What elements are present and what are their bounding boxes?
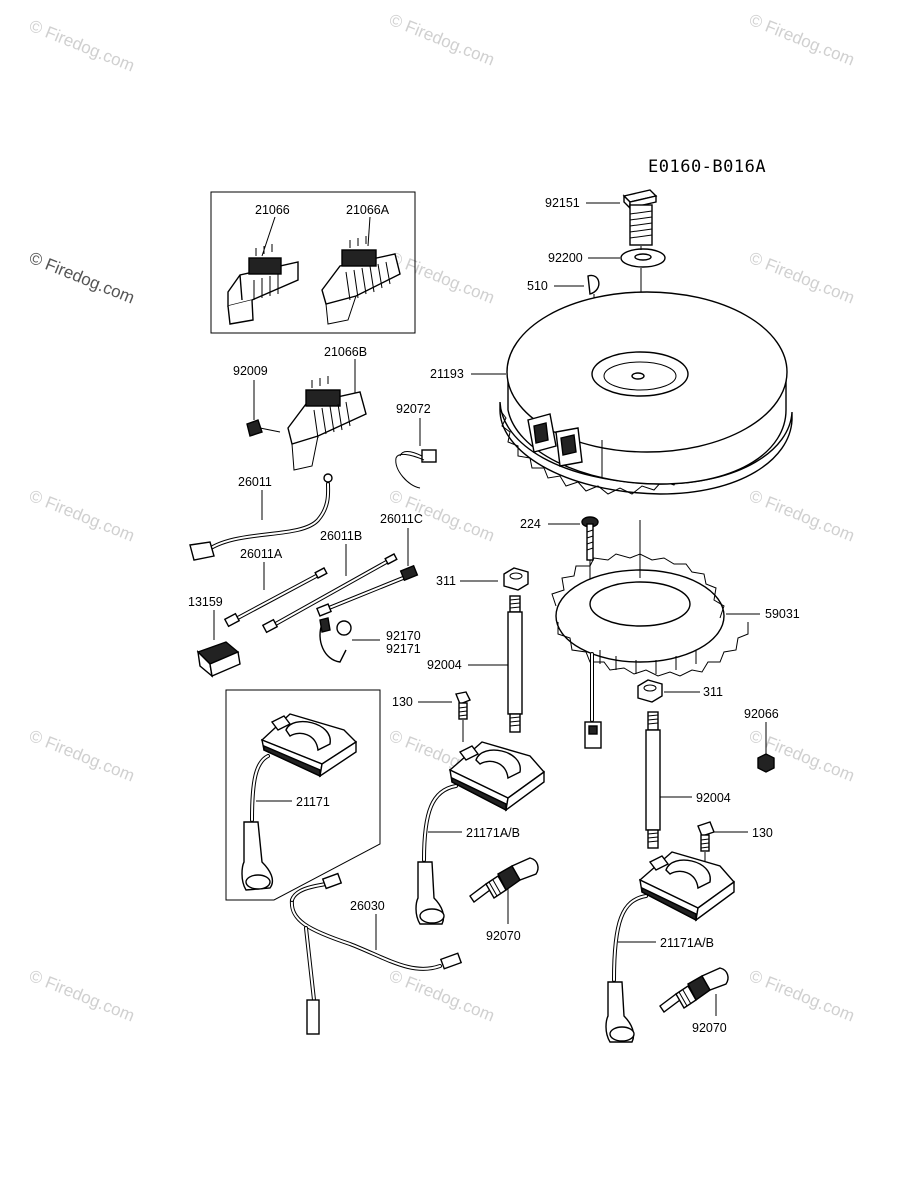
- watermark: © Firedog.com: [387, 248, 498, 307]
- ignition-coil-21171AB-lower-part[interactable]: [605, 851, 736, 1043]
- cable-tie-92072-part[interactable]: [395, 449, 437, 489]
- part-label-92004-left[interactable]: 92004: [427, 658, 462, 672]
- stud-92004-right-part[interactable]: [645, 711, 661, 849]
- part-label-311-lower[interactable]: 311: [703, 685, 723, 699]
- part-label-130-left[interactable]: 130: [392, 695, 413, 709]
- part-label-26030[interactable]: 26030: [350, 899, 385, 913]
- watermark: © Firedog.com: [387, 10, 498, 69]
- lead-26011-part[interactable]: [189, 473, 333, 561]
- part-label-21171[interactable]: 21171: [296, 795, 330, 809]
- watermark: © Firedog.com: [27, 16, 138, 75]
- part-label-92070-lower[interactable]: 92070: [692, 1021, 727, 1035]
- spark-plug-92070-lower-part[interactable]: [659, 967, 729, 1014]
- part-label-26011A[interactable]: 26011A: [240, 547, 283, 561]
- part-label-92171[interactable]: 92171: [386, 642, 421, 656]
- screw-224-part[interactable]: [581, 516, 599, 561]
- watermark: © Firedog.com: [27, 486, 138, 545]
- lead-26011C-part[interactable]: [316, 564, 419, 617]
- watermark: © Firedog.com: [387, 966, 498, 1025]
- watermark: © Firedog.com: [747, 248, 858, 307]
- lead-26011B-part[interactable]: [261, 553, 398, 634]
- watermark: © Firedog.com: [747, 966, 858, 1025]
- watermark: © Firedog.com: [27, 248, 138, 307]
- part-label-21066B[interactable]: 21066B: [324, 345, 367, 359]
- clamp-92170-part[interactable]: [319, 617, 352, 663]
- part-label-21171AB-upper[interactable]: 21171A/B: [466, 826, 520, 840]
- watermark: © Firedog.com: [27, 726, 138, 785]
- watermark: © Firedog.com: [747, 10, 858, 69]
- part-label-21171AB-lower[interactable]: 21171A/B: [660, 936, 714, 950]
- part-label-21066A[interactable]: 21066A: [346, 203, 390, 217]
- stator-lead[interactable]: [584, 652, 602, 749]
- part-label-92070-upper[interactable]: 92070: [486, 929, 521, 943]
- part-label-130-right[interactable]: 130: [752, 826, 773, 840]
- regulator-21066A-part[interactable]: [321, 236, 401, 325]
- part-label-224[interactable]: 224: [520, 517, 541, 531]
- part-label-311-upper[interactable]: 311: [436, 574, 456, 588]
- flywheel-21193-part[interactable]: [499, 291, 793, 495]
- ignition-coil-21171AB-upper-part[interactable]: [415, 741, 546, 925]
- bolt-130-left-part[interactable]: [455, 691, 471, 720]
- part-label-92170[interactable]: 92170: [386, 629, 421, 643]
- part-label-13159[interactable]: 13159: [188, 595, 223, 609]
- regulator-21066B-part[interactable]: [287, 376, 367, 471]
- stator-59031-part[interactable]: [551, 520, 749, 677]
- watermark: © Firedog.com: [27, 966, 138, 1025]
- part-label-92072[interactable]: 92072: [396, 402, 431, 416]
- connector-13159-part[interactable]: [196, 641, 241, 678]
- stud-92004-left-part[interactable]: [507, 595, 523, 733]
- watermark: © Firedog.com: [747, 486, 858, 545]
- part-label-59031[interactable]: 59031: [765, 607, 800, 621]
- regulator-21066-part[interactable]: [227, 244, 299, 325]
- bolt-92009-part[interactable]: [246, 419, 281, 437]
- part-label-92066[interactable]: 92066: [744, 707, 779, 721]
- part-label-26011C[interactable]: 26011C: [380, 512, 423, 526]
- ignition-coil-option-box: [225, 689, 381, 901]
- ignition-coil-21171-part[interactable]: [241, 713, 358, 891]
- part-label-21193[interactable]: 21193: [430, 367, 464, 381]
- part-label-92200[interactable]: 92200: [548, 251, 583, 265]
- nut-311-upper-part[interactable]: [503, 567, 529, 591]
- part-label-92004-right[interactable]: 92004: [696, 791, 731, 805]
- part-label-92151[interactable]: 92151: [545, 196, 580, 210]
- regulator-option-box: [210, 191, 416, 334]
- part-label-26011[interactable]: 26011: [238, 475, 272, 489]
- nut-311-lower-part[interactable]: [637, 679, 663, 703]
- key-510-part[interactable]: [587, 274, 600, 295]
- bolt-92151-part[interactable]: [622, 189, 658, 246]
- lead-26030-part[interactable]: [289, 872, 463, 1035]
- part-label-92009[interactable]: 92009: [233, 364, 268, 378]
- washer-92200-part[interactable]: [620, 248, 666, 268]
- nut-92066-part[interactable]: [757, 753, 775, 773]
- part-label-21066[interactable]: 21066: [255, 203, 290, 217]
- diagram-code: E0160-B016A: [648, 157, 766, 177]
- part-label-26011B[interactable]: 26011B: [320, 529, 362, 543]
- bolt-130-right-part[interactable]: [697, 821, 715, 852]
- lead-26011A-part[interactable]: [223, 567, 328, 628]
- part-label-510[interactable]: 510: [527, 279, 548, 293]
- spark-plug-92070-upper-part[interactable]: [469, 857, 539, 904]
